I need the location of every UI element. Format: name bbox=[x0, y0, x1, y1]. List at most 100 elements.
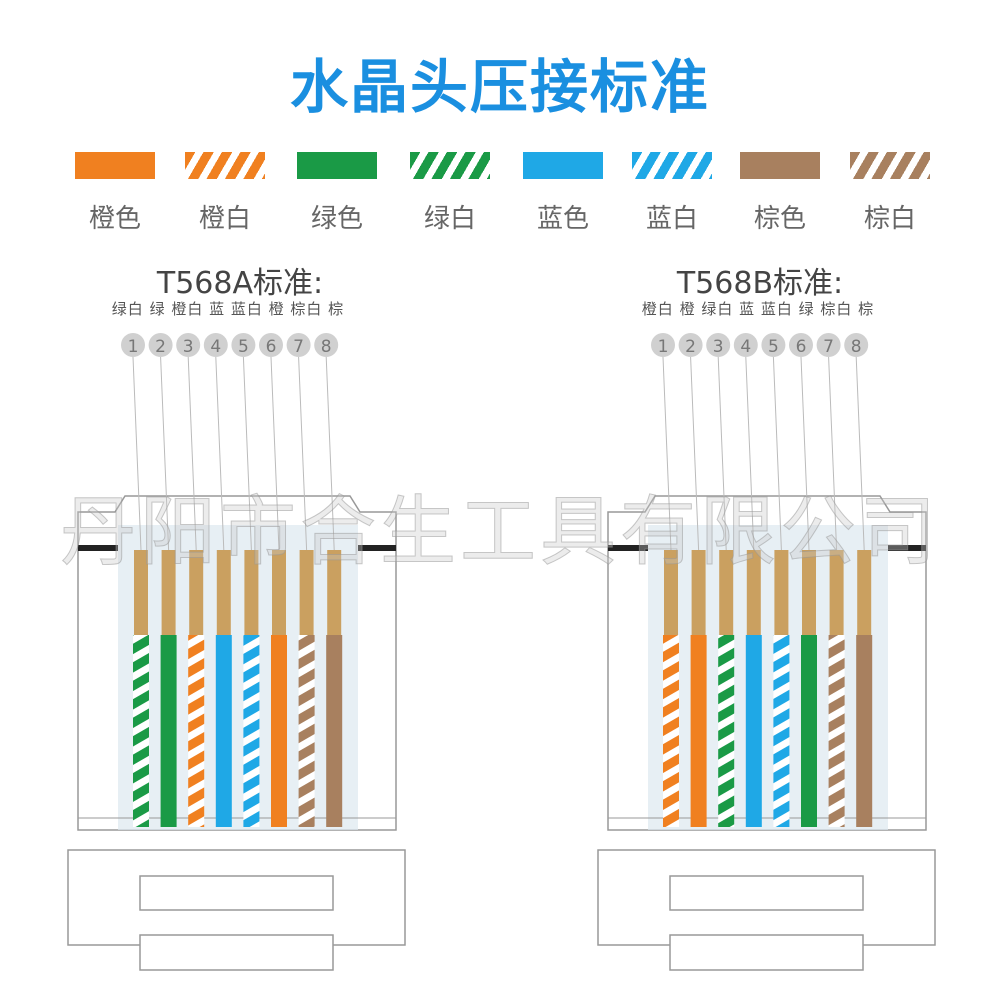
wire-brown-white bbox=[298, 635, 315, 827]
wire-brown bbox=[326, 635, 343, 827]
gold-contact bbox=[774, 550, 789, 637]
gold-contact bbox=[327, 550, 342, 637]
pin-circle bbox=[231, 333, 256, 357]
wire-brown bbox=[856, 635, 873, 827]
legend-label: 蓝白 bbox=[645, 204, 698, 234]
legend-label: 橙白 bbox=[198, 204, 251, 234]
pin-number: 7 bbox=[823, 337, 834, 357]
wire-green-white bbox=[718, 635, 735, 827]
pin-circle bbox=[761, 333, 786, 357]
wire-blue bbox=[215, 635, 232, 827]
legend-label: 棕白 bbox=[863, 204, 916, 234]
pin-circle bbox=[314, 333, 339, 357]
pin-number: 3 bbox=[713, 337, 724, 357]
base-slot bbox=[669, 875, 864, 911]
gold-contact bbox=[216, 550, 231, 637]
pin-lead bbox=[298, 356, 308, 551]
legend-swatch-orange-white bbox=[185, 152, 265, 179]
pin-lead bbox=[187, 356, 197, 551]
wire-green bbox=[160, 635, 177, 827]
latch-bar bbox=[888, 545, 926, 551]
gold-contact bbox=[857, 550, 872, 637]
pin-circle bbox=[259, 333, 283, 357]
gold-contact bbox=[719, 550, 734, 637]
pin-number: 5 bbox=[768, 337, 779, 357]
pin-circle bbox=[148, 333, 173, 357]
latch-bar bbox=[78, 545, 118, 551]
t568a-title: T568A标准: bbox=[156, 266, 324, 301]
pin-lead bbox=[828, 356, 838, 551]
page-title: 水晶头压接标准 bbox=[289, 53, 710, 121]
pin-circle bbox=[789, 333, 813, 357]
gold-contact bbox=[161, 550, 176, 637]
gold-contact bbox=[664, 550, 678, 637]
latch-bar bbox=[358, 545, 396, 551]
wire-orange bbox=[271, 635, 287, 827]
pin-lead bbox=[690, 356, 700, 551]
pin-number: 7 bbox=[293, 337, 304, 357]
pin-circle bbox=[203, 333, 228, 357]
legend-swatch-brown bbox=[740, 152, 820, 179]
wire-orange-white bbox=[188, 635, 205, 827]
pin-lead bbox=[325, 356, 335, 551]
gold-contact bbox=[829, 550, 844, 637]
pin-lead bbox=[745, 356, 755, 551]
pin-number: 4 bbox=[740, 337, 751, 357]
base-tab bbox=[139, 934, 334, 971]
pin-lead bbox=[800, 356, 810, 551]
pin-circle bbox=[121, 333, 145, 357]
connector-inner bbox=[118, 525, 358, 830]
gold-contact bbox=[189, 550, 204, 637]
legend-swatch-green bbox=[297, 152, 377, 179]
legend-label: 蓝色 bbox=[536, 204, 589, 234]
t568b-sequence: 橙白 橙 绿白 蓝 蓝白 绿 棕白 棕 bbox=[641, 300, 875, 318]
pin-circle bbox=[733, 333, 758, 357]
pin-lead bbox=[215, 356, 225, 551]
pin-circle bbox=[176, 333, 201, 357]
pin-circle bbox=[678, 333, 703, 357]
pin-lead bbox=[270, 356, 280, 551]
base-slot bbox=[139, 875, 334, 911]
pin-number: 6 bbox=[796, 337, 807, 357]
legend-swatch-orange bbox=[75, 152, 155, 179]
pin-number: 6 bbox=[266, 337, 277, 357]
pin-number: 3 bbox=[183, 337, 194, 357]
pin-number: 4 bbox=[210, 337, 221, 357]
gold-contact bbox=[691, 550, 706, 637]
pin-number: 2 bbox=[685, 337, 696, 357]
wire-blue-white bbox=[243, 635, 260, 827]
pin-lead bbox=[772, 356, 782, 551]
t568a-sequence: 绿白 绿 橙白 蓝 蓝白 橙 棕白 棕 bbox=[111, 300, 345, 318]
watermark: 丹阳市合生工具有限公司 bbox=[60, 487, 940, 577]
gold-contact bbox=[134, 550, 148, 637]
pin-circle bbox=[706, 333, 731, 357]
pin-number: 8 bbox=[321, 337, 332, 357]
legend-label: 绿白 bbox=[423, 204, 476, 234]
pin-lead bbox=[132, 356, 142, 551]
pin-number: 2 bbox=[155, 337, 166, 357]
legend-swatch-green-white bbox=[410, 152, 490, 179]
gold-contact bbox=[272, 550, 286, 637]
gold-contact bbox=[244, 550, 259, 637]
wire-blue-white bbox=[773, 635, 790, 827]
wire-brown-white bbox=[828, 635, 845, 827]
legend-label: 绿色 bbox=[310, 204, 363, 234]
pin-circle bbox=[286, 333, 311, 357]
pin-circle bbox=[651, 333, 675, 357]
pin-number: 1 bbox=[658, 337, 669, 357]
legend-label: 橙色 bbox=[88, 204, 141, 234]
pin-number: 5 bbox=[238, 337, 249, 357]
base-tab bbox=[669, 934, 864, 971]
wire-orange-white bbox=[663, 635, 679, 827]
wire-green bbox=[801, 635, 817, 827]
t568b-title: T568B标准: bbox=[676, 266, 844, 301]
gold-contact bbox=[746, 550, 761, 637]
pin-number: 1 bbox=[128, 337, 139, 357]
legend-label: 棕色 bbox=[753, 204, 806, 234]
legend-swatch-brown-white bbox=[850, 152, 930, 179]
legend-swatch-blue-white bbox=[632, 152, 712, 179]
wire-blue bbox=[745, 635, 762, 827]
connector-inner bbox=[648, 525, 888, 830]
pin-lead bbox=[242, 356, 252, 551]
